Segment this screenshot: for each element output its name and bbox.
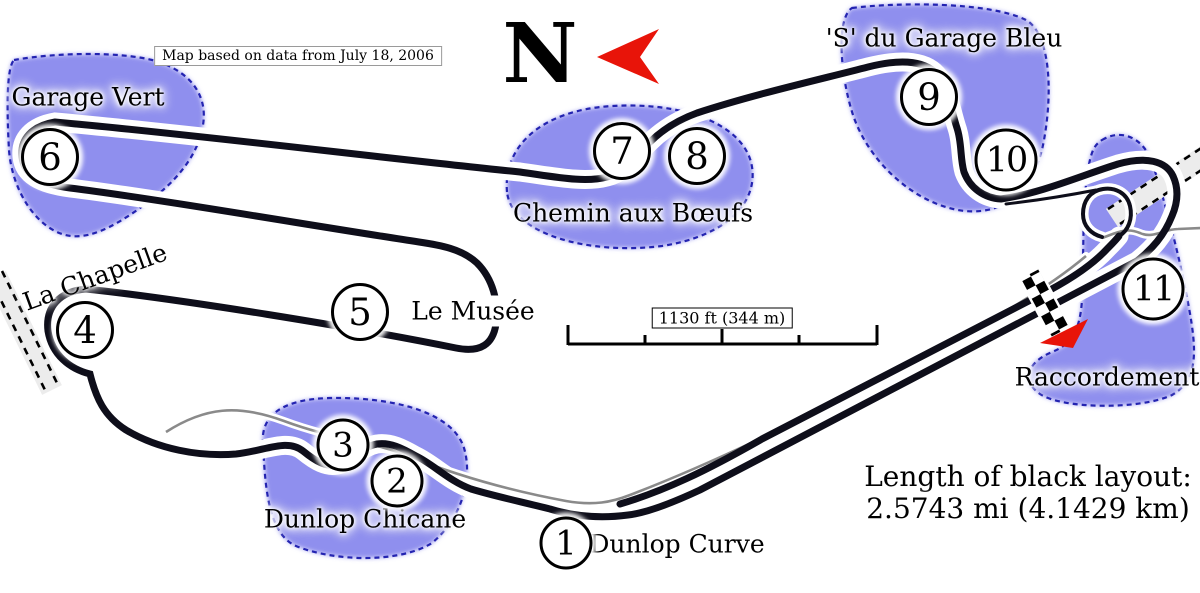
label-s-du-garage-bleu: 'S' du Garage Bleu bbox=[825, 23, 1063, 53]
turn-marker-11: 11 bbox=[1121, 257, 1185, 321]
turn-marker-3: 3 bbox=[316, 418, 370, 472]
turn-marker-10: 10 bbox=[974, 128, 1038, 192]
turn-marker-5: 5 bbox=[331, 283, 389, 341]
label-raccordement: Raccordement bbox=[1014, 362, 1200, 392]
label-le-musee: Le Musée bbox=[403, 295, 543, 327]
north-arrow-icon bbox=[597, 29, 659, 84]
turn-marker-7: 7 bbox=[593, 122, 651, 180]
direction-arrow bbox=[1040, 319, 1088, 348]
length-note: Length of black layout: 2.5743 mi (4.142… bbox=[864, 461, 1192, 525]
turn-marker-2: 2 bbox=[370, 454, 424, 508]
turn-marker-1: 1 bbox=[539, 516, 593, 570]
scale-label: 1130 ft (344 m) bbox=[651, 307, 793, 329]
label-dunlop-curve: Dunlop Curve bbox=[581, 528, 773, 560]
length-note-line1: Length of black layout: bbox=[864, 460, 1192, 493]
map-note: Map based on data from July 18, 2006 bbox=[154, 46, 442, 66]
turn-marker-4: 4 bbox=[56, 301, 114, 359]
turn-marker-6: 6 bbox=[21, 128, 79, 186]
label-garage-vert: Garage Vert bbox=[11, 82, 165, 112]
label-dunlop-chicane: Dunlop Chicane bbox=[263, 504, 467, 534]
scale-bar bbox=[566, 325, 879, 346]
highlight-dunlop-chicane bbox=[262, 397, 468, 558]
turn-marker-8: 8 bbox=[668, 127, 726, 185]
label-chemin-aux-boeufs: Chemin aux Bœufs bbox=[512, 198, 754, 228]
turn-marker-9: 9 bbox=[900, 68, 958, 126]
length-note-line2: 2.5743 mi (4.1429 km) bbox=[866, 492, 1190, 525]
compass-north-letter: N bbox=[500, 6, 580, 102]
